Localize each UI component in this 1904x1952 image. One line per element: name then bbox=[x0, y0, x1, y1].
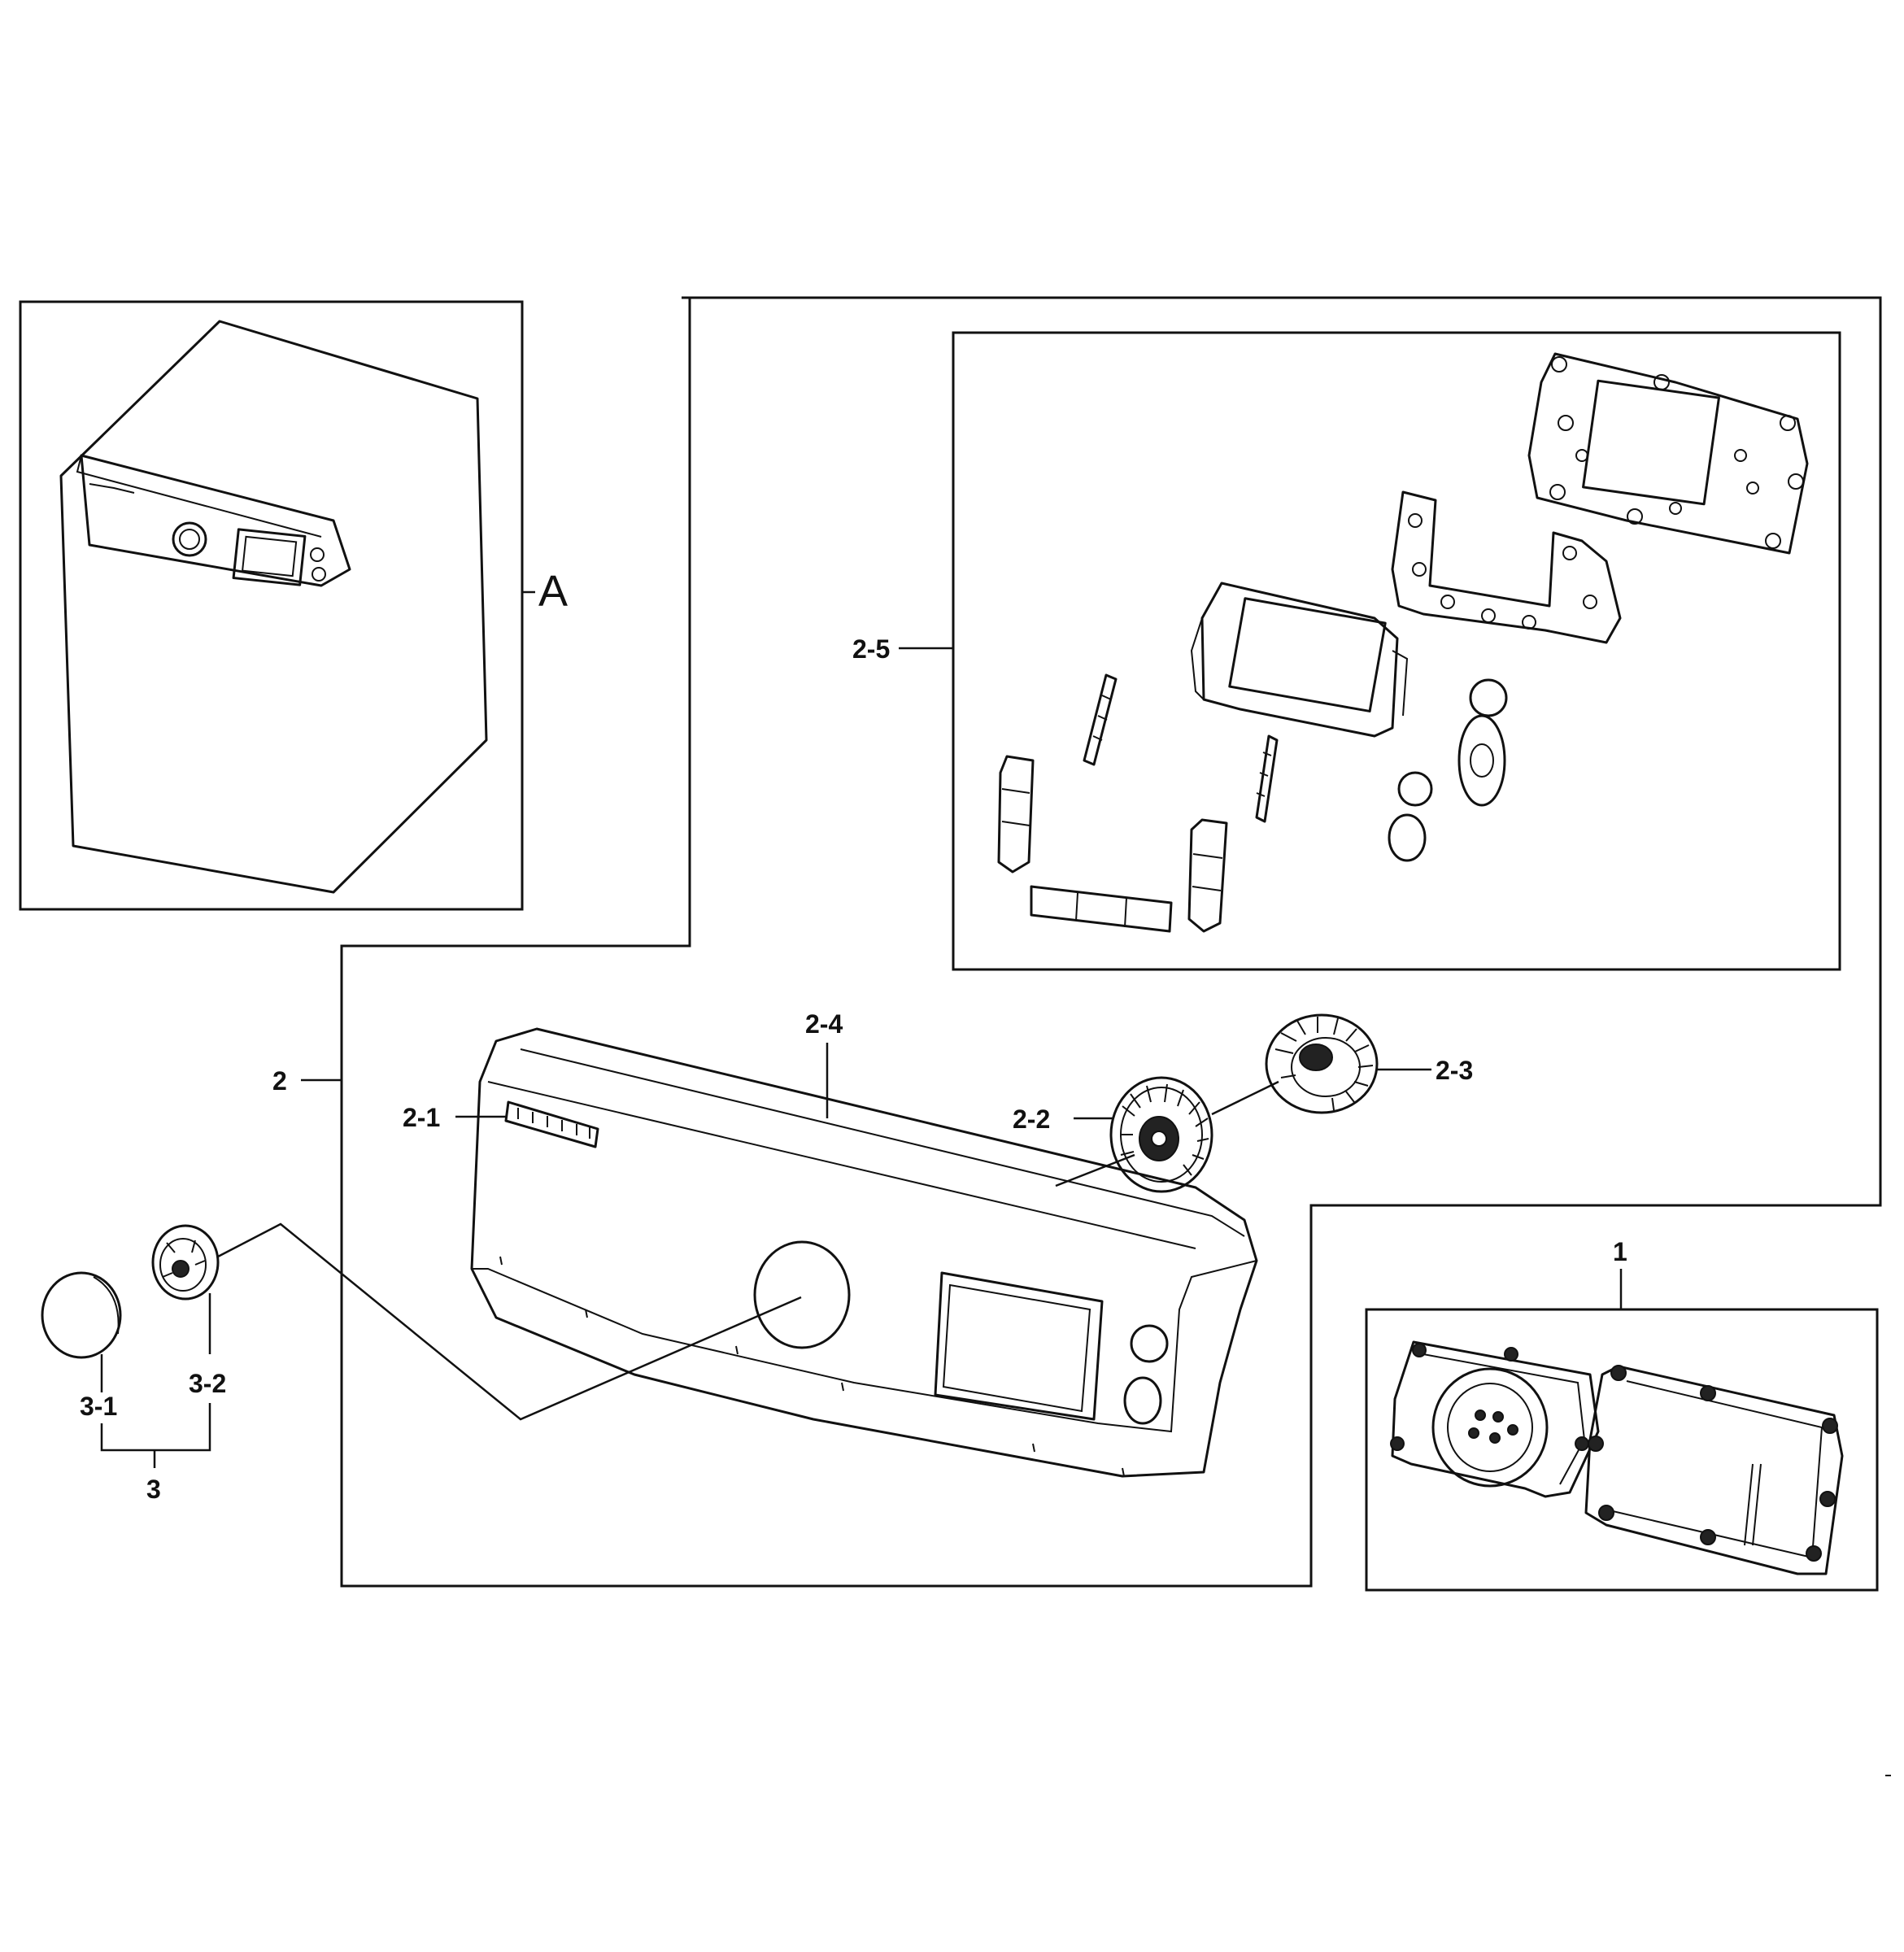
display-window bbox=[934, 1271, 1104, 1421]
button-cap-right bbox=[1187, 818, 1228, 933]
knob-assembly-3: 3-1 3-2 3 bbox=[41, 1222, 802, 1504]
button-opening-top bbox=[1130, 1324, 1169, 1363]
label-2: 2 bbox=[272, 1066, 287, 1096]
label-a: A bbox=[538, 567, 568, 616]
knob-shaft-3-2 bbox=[151, 1224, 220, 1301]
dial-opening bbox=[753, 1240, 851, 1349]
label-1: 1 bbox=[1613, 1237, 1627, 1266]
key-strip-upper bbox=[1255, 734, 1279, 823]
label-3: 3 bbox=[146, 1475, 161, 1504]
button-bar-bottom bbox=[1030, 885, 1173, 933]
oval-button-cap bbox=[1388, 813, 1427, 862]
label-2-3: 2-3 bbox=[1436, 1056, 1473, 1085]
main-pcb-back bbox=[1584, 1365, 1844, 1575]
button-opening-bottom bbox=[1123, 1376, 1162, 1425]
label-2-1: 2-1 bbox=[403, 1103, 440, 1132]
logo-badge-2-1 bbox=[504, 1100, 599, 1148]
dial-ring-2-3 bbox=[1265, 1013, 1379, 1114]
label-2-2: 2-2 bbox=[1013, 1105, 1050, 1134]
key-strip-left bbox=[1083, 673, 1118, 766]
subassembly-2-5-box: 2-5 bbox=[852, 331, 1841, 971]
assembly-a-box: A bbox=[19, 300, 568, 911]
label-3-1: 3-1 bbox=[80, 1392, 117, 1421]
appliance-illustration bbox=[59, 320, 488, 894]
knob-cap-3-1 bbox=[41, 1271, 122, 1359]
display-pcb-frame bbox=[1527, 352, 1809, 555]
display-housing bbox=[1190, 582, 1409, 738]
rotary-encoder bbox=[1457, 678, 1508, 807]
control-panel-2-4 bbox=[470, 1027, 1258, 1478]
label-2-5: 2-5 bbox=[852, 634, 890, 664]
main-pcb-front bbox=[1390, 1340, 1600, 1498]
button-cap-left bbox=[997, 755, 1035, 874]
knob-base-2-2 bbox=[1109, 1076, 1213, 1193]
assembly-2-box bbox=[340, 296, 1882, 1588]
assembly-1-box: 1 bbox=[1365, 1237, 1879, 1592]
label-2-4: 2-4 bbox=[805, 1009, 843, 1039]
button-bracket bbox=[1391, 490, 1622, 644]
round-button-cap bbox=[1397, 771, 1433, 807]
label-3-2: 3-2 bbox=[189, 1369, 226, 1398]
